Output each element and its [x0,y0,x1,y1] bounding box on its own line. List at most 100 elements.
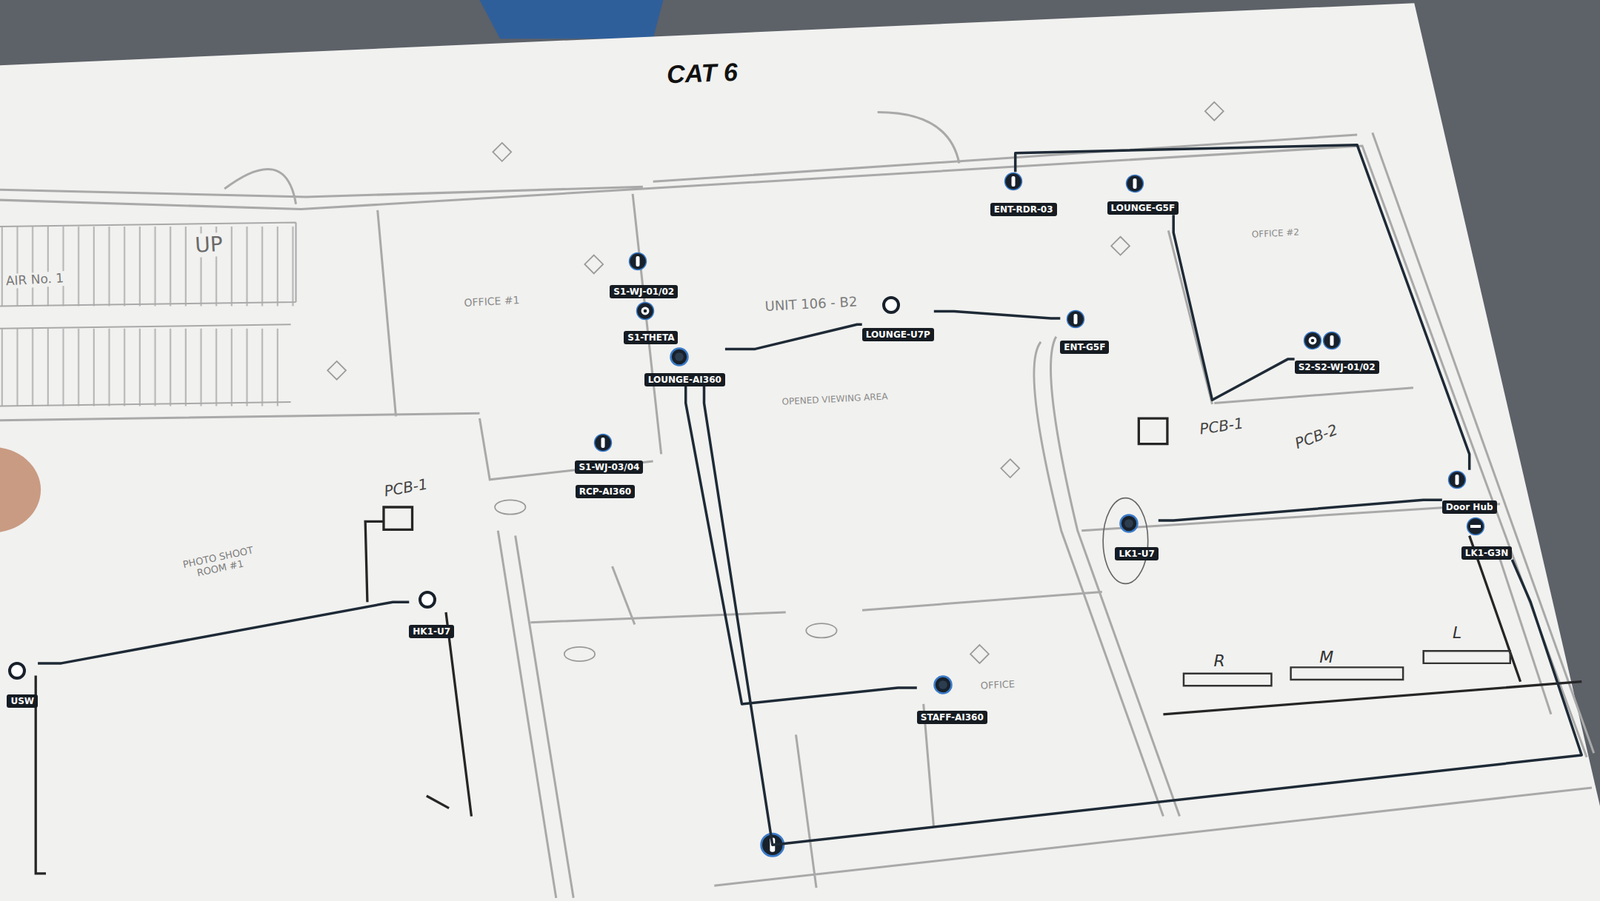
device-node: LOUNGE-AI360 [644,347,726,386]
stair-treads [0,328,292,407]
device-icon [933,675,953,695]
device-icon [1302,331,1342,351]
icon-part [1066,311,1084,329]
unlabeled-device-mark [769,838,775,853]
pen-cable-lines [35,418,1582,875]
room-number-ovals [494,500,837,662]
device-icon [417,590,438,610]
device-icon [1003,171,1023,192]
door-tag-diamonds [327,102,1223,664]
blue-object [479,0,663,39]
icon-part [1448,471,1466,489]
icon-part [1455,474,1460,486]
cable-run [37,602,409,664]
device-node: S1-WJ-01/02 [609,251,678,299]
device-node: LOUNGE-U7P [862,295,935,342]
icon-part [1466,518,1484,536]
holding-finger [0,447,41,534]
icon-part [938,680,948,690]
icon-part [594,434,612,452]
device-tag: S1-WJ-01/02 [609,285,678,299]
icon-part [601,437,606,449]
device-tag: S2-S2-WJ-01/02 [1294,360,1380,375]
icon-part [1073,314,1078,325]
plan-label: M [1317,648,1335,667]
icon-part [9,663,25,679]
cable-run [685,386,918,705]
icon-part [675,353,685,363]
device-tag: LOUNGE-G5F [1107,201,1180,215]
device-icon [1447,470,1467,490]
device-icon [1125,174,1145,194]
device-tag: Door Hub [1442,500,1498,515]
cable-run [1158,500,1443,521]
title-handwritten: CAT 6 [665,57,738,89]
device-icon [881,295,901,315]
icon-part [1470,525,1481,529]
device-tag: ENT-G5F [1060,340,1109,355]
device-node: ENT-G5F [1060,309,1109,354]
icon-part [636,302,654,320]
icon-part [1124,519,1134,529]
icon-part [1004,173,1022,191]
plan-label: AIR No. 1 [3,271,66,289]
device-tag: LOUNGE-AI360 [644,373,726,387]
device-node: S2-S2-WJ-01/02 [1294,331,1380,375]
device-tag: LK1-G3N [1461,546,1513,560]
device-tag: HK1-U7 [408,625,455,639]
device-tag: ENT-RDR-03 [990,202,1058,217]
device-icon [635,301,655,321]
device-icon [1119,514,1139,534]
plan-label: UP [193,232,226,258]
device-node: LK1-U7 [1114,514,1158,561]
device-node: USW [6,661,38,709]
icon-part [1120,515,1138,533]
icon-part [635,256,640,267]
icon-part [883,297,899,313]
device-node: HK1-U7 [408,590,455,639]
device-tag: USW [6,694,38,709]
device-icon [628,251,648,272]
icon-part [1323,332,1341,350]
cable-run [704,386,1583,846]
device-node: LOUNGE-G5F [1107,174,1180,215]
device-tag: LK1-U7 [1114,547,1158,561]
device-icon [1465,517,1486,537]
icon-part [1132,178,1137,189]
icon-part [1304,332,1322,350]
device-node: S1-WJ-03/04 [574,433,643,475]
device-node: RCP-AI360 [575,485,635,499]
plan-label: L [1451,623,1463,643]
icon-part [1125,175,1143,193]
icon-part [642,309,647,314]
pencil-circle [1102,498,1149,585]
cable-run [1015,145,1470,471]
cable-run [1173,214,1295,400]
icon-part [628,252,646,270]
device-icon [7,661,27,681]
device-node: STAFF-AI360 [917,675,988,725]
device-icon [593,433,613,453]
cable-run [725,324,863,349]
wall-lines [0,112,1595,899]
icon-part [420,592,435,608]
device-tag: STAFF-AI360 [917,711,988,725]
device-tag: S1-THETA [623,331,678,345]
device-node: S1-THETA [623,301,678,345]
device-node: ENT-RDR-03 [990,171,1058,216]
icon-part [1308,337,1318,346]
device-icon [1065,309,1086,329]
device-icon [669,347,689,367]
cable-run [934,311,1061,319]
unlabeled-device [761,834,784,857]
stair-treads [0,226,296,307]
desk-outlines [1183,651,1511,686]
stair-outline [0,222,296,406]
device-node: LK1-G3N [1461,517,1513,560]
